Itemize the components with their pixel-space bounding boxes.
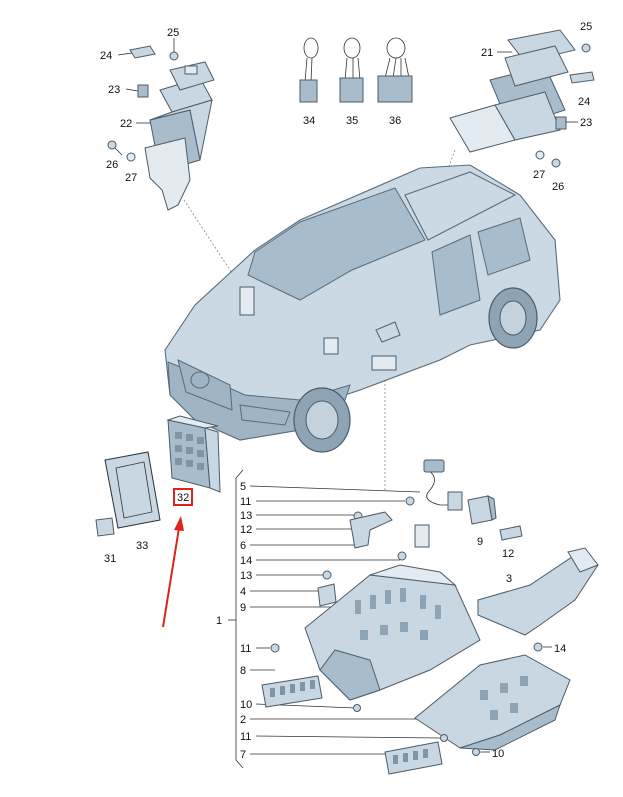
callout-12-a: 12 — [240, 524, 252, 536]
fuse-box-32 — [166, 415, 221, 493]
harness-connector-5 — [423, 459, 463, 511]
callout-13-b: 13 — [240, 570, 252, 582]
callout-13-a: 13 — [240, 510, 252, 522]
bolt-26-right — [551, 158, 561, 168]
callout-25-right: 25 — [580, 21, 592, 33]
highlight-box — [173, 488, 193, 506]
callout-27-left: 27 — [125, 172, 137, 184]
callout-10-b: 10 — [492, 748, 504, 760]
callout-4: 4 — [240, 586, 246, 598]
carrier-1 — [304, 564, 481, 701]
connector-36 — [377, 37, 413, 103]
callout-31: 31 — [104, 553, 116, 565]
clip-24-left — [129, 45, 156, 59]
callout-34: 34 — [303, 115, 315, 127]
cover-3 — [477, 547, 599, 636]
nut-11-c — [440, 734, 448, 742]
nut-10-b — [472, 748, 480, 756]
callout-21: 21 — [481, 47, 493, 59]
relay-23-right — [555, 116, 567, 130]
callout-14-b: 14 — [554, 643, 566, 655]
nut-11-a — [405, 496, 415, 506]
relay-holder-left — [144, 61, 215, 211]
callout-24-right: 24 — [578, 96, 590, 108]
callout-22: 22 — [120, 118, 132, 130]
bolt-26-left — [107, 140, 123, 156]
callout-32: 32 — [177, 492, 189, 504]
vehicle-suv — [164, 164, 561, 453]
washer-27-right — [535, 150, 545, 160]
callout-10-a: 10 — [240, 699, 252, 711]
tray-2 — [414, 654, 571, 751]
nut-13-b — [322, 570, 332, 580]
callout-11-a: 11 — [240, 496, 251, 508]
clip-12 — [499, 525, 523, 541]
nut-10-a — [353, 704, 361, 712]
relay-23-left — [137, 84, 149, 98]
callout-8: 8 — [240, 665, 246, 677]
bracket-12a — [414, 524, 430, 548]
screw-25-right — [581, 43, 591, 53]
connector-35 — [339, 37, 364, 103]
fuse-strip-7 — [384, 741, 443, 775]
connector-34 — [299, 37, 319, 103]
relay-9 — [467, 495, 497, 525]
nut-11-b — [270, 643, 280, 653]
callout-12-b: 12 — [502, 548, 514, 560]
callout-27-right: 27 — [533, 169, 545, 181]
washer-27-left — [126, 152, 136, 162]
callout-1: 1 — [216, 615, 222, 627]
highlight-arrow — [162, 516, 184, 628]
fuse-strip-8 — [261, 675, 323, 708]
callout-3: 3 — [506, 573, 512, 585]
callout-9-a: 9 — [240, 602, 246, 614]
screw-14-a — [397, 551, 407, 561]
callout-11-c: 11 — [240, 731, 251, 743]
relay-4 — [317, 583, 337, 607]
callout-14-a: 14 — [240, 555, 252, 567]
callout-5: 5 — [240, 481, 246, 493]
callout-26-right: 26 — [552, 181, 564, 193]
callout-7: 7 — [240, 749, 246, 761]
bracket-33 — [104, 451, 161, 529]
callout-23-left: 23 — [108, 84, 120, 96]
screw-25-left — [169, 38, 179, 61]
callout-26-left: 26 — [106, 159, 118, 171]
callout-35: 35 — [346, 115, 358, 127]
screw-14-b — [533, 642, 543, 652]
relay-holder-right — [449, 29, 576, 153]
callout-2: 2 — [240, 714, 246, 726]
callout-6: 6 — [240, 540, 246, 552]
callout-33: 33 — [136, 540, 148, 552]
module-31 — [95, 517, 115, 537]
callout-23-right: 23 — [580, 117, 592, 129]
callout-24-left: 24 — [100, 50, 112, 62]
clip-24-right — [569, 71, 595, 84]
callout-25-left: 25 — [167, 27, 179, 39]
callout-11-b: 11 — [240, 643, 251, 655]
bracket-6 — [349, 511, 393, 549]
callout-9-b: 9 — [477, 536, 483, 548]
callout-36: 36 — [389, 115, 401, 127]
